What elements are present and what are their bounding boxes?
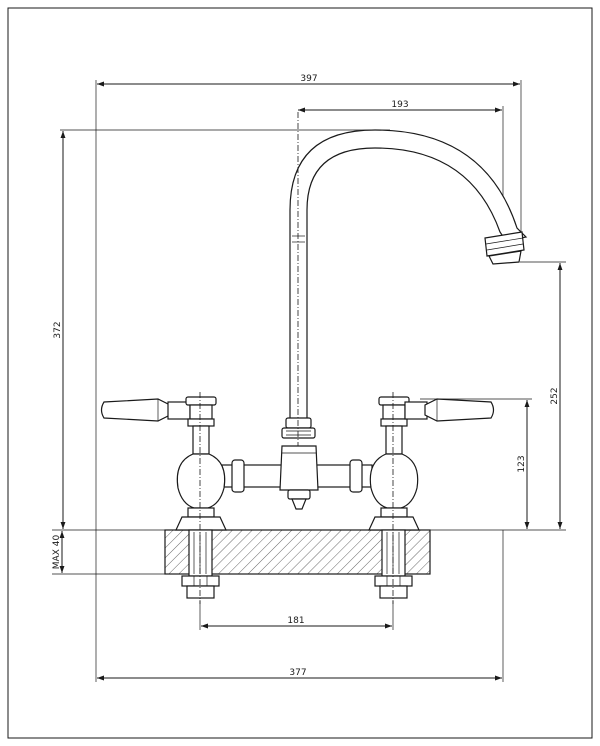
extension-lines [52, 80, 566, 682]
dim-label-overall-reach: 397 [300, 74, 317, 84]
right-lever-handle [424, 398, 495, 422]
dim-label-spout-outlet-height: 252 [550, 387, 560, 404]
right-valve-body [368, 396, 495, 599]
dim-label-max-deck-thickness: MAX 40 [52, 535, 62, 570]
dimension-overall-reach: 397 [97, 74, 520, 87]
page-frame [7, 7, 593, 739]
dimension-handle-height: 123 [517, 400, 530, 529]
dimension-max-deck-thickness: MAX 40 [52, 531, 65, 573]
dim-label-spout-reach: 193 [391, 100, 408, 110]
dimension-overall-height: 372 [53, 131, 66, 529]
dim-label-tap-centres: 181 [287, 616, 304, 626]
dim-label-handle-height: 123 [517, 455, 527, 472]
gooseneck-spout [281, 129, 528, 439]
dimension-tap-centres: 181 [201, 616, 392, 629]
dimension-base-width: 377 [97, 668, 502, 681]
dim-label-base-width: 377 [289, 668, 306, 678]
bridge-bar [221, 445, 373, 510]
left-lever-handle [100, 398, 171, 422]
dimension-spout-outlet-height: 252 [550, 263, 563, 529]
dim-label-overall-height: 372 [53, 321, 63, 338]
dimension-spout-reach: 193 [298, 100, 502, 113]
left-valve-body [100, 396, 227, 599]
